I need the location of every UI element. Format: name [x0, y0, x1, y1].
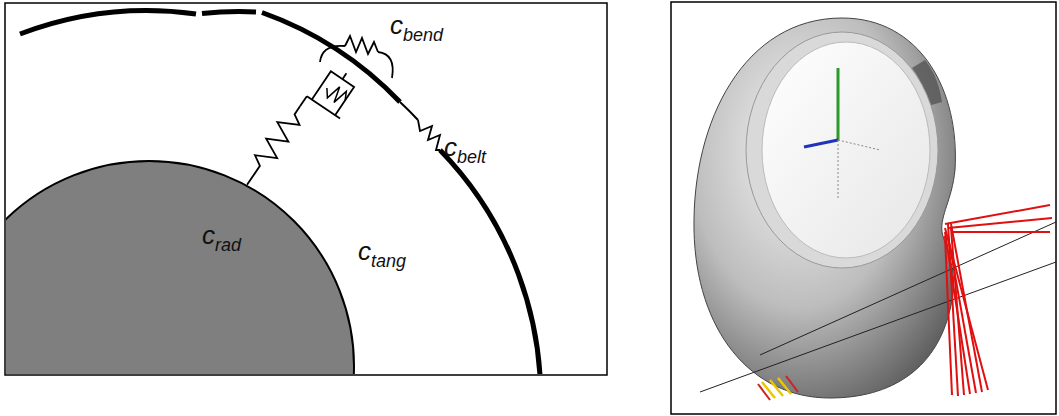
belt-spring [418, 120, 440, 150]
stiffness-label: cbelt [444, 134, 486, 160]
radial-tangential-springs [239, 57, 363, 208]
x-axis [838, 140, 880, 150]
belt-arc [20, 11, 541, 374]
ground-line [760, 222, 1056, 355]
rim-ring [746, 32, 938, 268]
rim-opening [762, 42, 930, 258]
contact-forces [758, 376, 798, 400]
axis-dotted [838, 140, 839, 200]
panel-frame [671, 2, 1056, 414]
ground-line [700, 262, 1056, 392]
contact-forces [945, 205, 1052, 396]
z-axis [804, 140, 838, 147]
stiffness-label: crad [202, 222, 241, 248]
tire-body [694, 18, 955, 398]
stiffness-label: ctang [358, 238, 406, 264]
y-axis [837, 68, 840, 140]
stiffness-label: cbend [390, 12, 443, 38]
wheel-rim [6, 161, 354, 374]
